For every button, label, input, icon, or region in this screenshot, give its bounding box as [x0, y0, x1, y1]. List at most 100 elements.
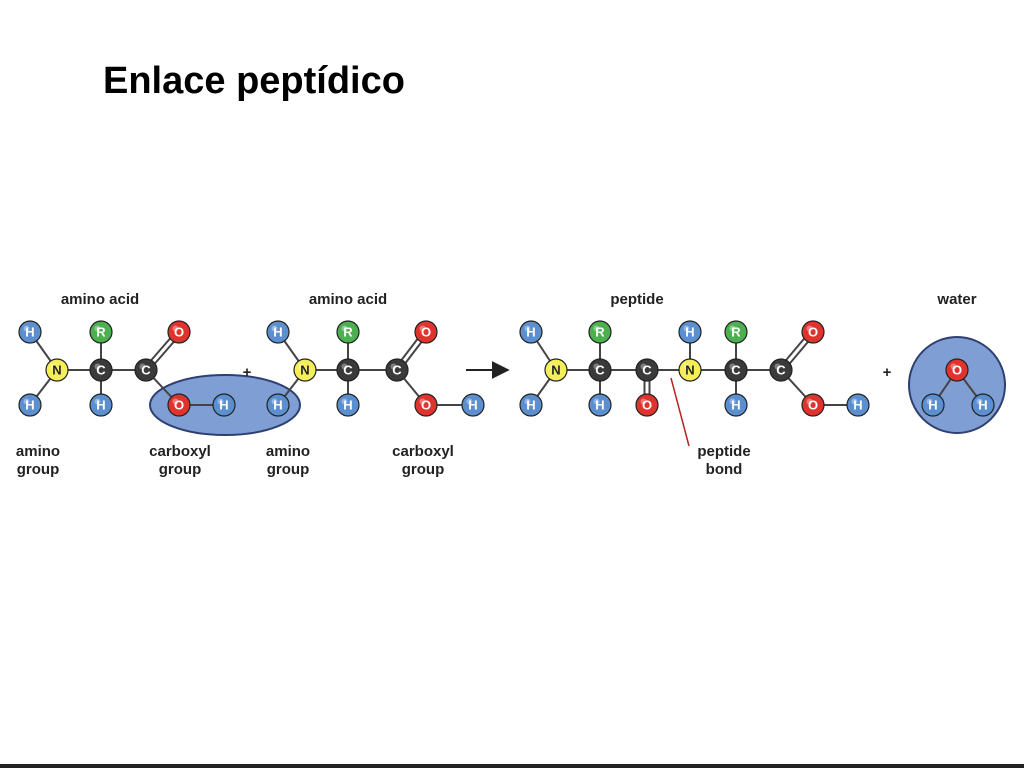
atom-o: O: [167, 393, 191, 417]
atom-shine: [419, 325, 426, 332]
atom-shine: [94, 363, 101, 370]
atom-shine: [271, 398, 278, 405]
atom-sphere: [266, 320, 290, 344]
atom-symbol: N: [685, 363, 694, 378]
atom-symbol: H: [978, 398, 987, 413]
atom-symbol: H: [731, 398, 740, 413]
atom-sphere: [724, 320, 748, 344]
atom-symbol: C: [595, 363, 605, 378]
atom-sphere: [461, 393, 485, 417]
atom-shine: [23, 398, 30, 405]
atom-shine: [593, 325, 600, 332]
label-amino-group-1: group: [17, 461, 60, 478]
atom-shine: [950, 363, 957, 370]
atom-sphere: [635, 358, 659, 382]
atom-symbol: C: [141, 363, 151, 378]
atom-symbol: H: [685, 325, 694, 340]
atom-shine: [774, 363, 781, 370]
atom-n: N: [544, 358, 568, 382]
label-peptide-bond: bond: [706, 461, 743, 478]
atom-symbol: H: [928, 398, 937, 413]
atom-symbol: R: [731, 325, 741, 340]
atom-shine: [806, 325, 813, 332]
atom-o: O: [414, 320, 438, 344]
atom-symbol: H: [96, 398, 105, 413]
atom-shine: [683, 325, 690, 332]
atom-symbol: H: [273, 325, 282, 340]
atom-shine: [50, 363, 57, 370]
atom-symbol: C: [392, 363, 402, 378]
atom-shine: [926, 398, 933, 405]
atom-symbol: R: [96, 325, 106, 340]
label-carboxyl-group-2: group: [402, 461, 445, 478]
atom-symbol: H: [526, 325, 535, 340]
atom-sphere: [266, 393, 290, 417]
atom-symbol: H: [273, 398, 282, 413]
atom-shine: [139, 363, 146, 370]
atom-h: H: [588, 393, 612, 417]
atom-sphere: [89, 320, 113, 344]
atom-c: C: [89, 358, 113, 382]
atom-symbol: C: [776, 363, 786, 378]
atom-sphere: [724, 358, 748, 382]
atom-symbol: O: [421, 325, 431, 340]
label-water: water: [936, 291, 976, 308]
atom-shine: [593, 398, 600, 405]
atom-shine: [298, 363, 305, 370]
atom-h: H: [212, 393, 236, 417]
slide-title: Enlace peptídico: [103, 60, 405, 102]
label-amino-group-2: group: [267, 461, 310, 478]
atom-symbol: H: [343, 398, 352, 413]
atom-sphere: [588, 358, 612, 382]
peptide-bond-pointer: [670, 377, 690, 447]
label-carboxyl-group-2: carboxyl: [392, 443, 454, 460]
atom-shine: [524, 325, 531, 332]
atom-shine: [683, 363, 690, 370]
label-carboxyl-group-1: carboxyl: [149, 443, 211, 460]
atom-shine: [94, 325, 101, 332]
atom-symbol: H: [853, 398, 862, 413]
atom-c: C: [724, 358, 748, 382]
atom-h: H: [266, 393, 290, 417]
label-peptide: peptide: [610, 291, 663, 308]
atom-n: N: [678, 358, 702, 382]
bottom-rule: [0, 764, 1024, 768]
atom-sphere: [18, 320, 42, 344]
atom-h: H: [846, 393, 870, 417]
atom-sphere: [678, 358, 702, 382]
atom-shine: [466, 398, 473, 405]
atom-symbol: C: [731, 363, 741, 378]
atom-shine: [729, 398, 736, 405]
label-amino-acid-2: amino acid: [309, 291, 387, 308]
atom-shine: [593, 363, 600, 370]
atom-o: O: [801, 393, 825, 417]
atom-sphere: [971, 393, 995, 417]
atom-sphere: [414, 393, 438, 417]
atom-sphere: [414, 320, 438, 344]
atom-symbol: C: [343, 363, 353, 378]
atom-sphere: [945, 358, 969, 382]
atom-sphere: [544, 358, 568, 382]
atom-symbol: H: [219, 398, 228, 413]
atom-sphere: [167, 393, 191, 417]
atom-symbol: H: [595, 398, 604, 413]
atom-shine: [729, 325, 736, 332]
atom-shine: [390, 363, 397, 370]
atom-sphere: [45, 358, 69, 382]
atom-h: H: [266, 320, 290, 344]
water-highlight: [908, 336, 1006, 434]
atom-shine: [524, 398, 531, 405]
atom-symbol: N: [300, 363, 309, 378]
atom-sphere: [212, 393, 236, 417]
label-carboxyl-group-1: group: [159, 461, 202, 478]
label-amino-group-2: amino: [266, 443, 310, 460]
atom-c: C: [134, 358, 158, 382]
atom-h: H: [519, 320, 543, 344]
atom-sphere: [134, 358, 158, 382]
atom-n: N: [45, 358, 69, 382]
atom-sphere: [519, 320, 543, 344]
atom-r: R: [89, 320, 113, 344]
atom-sphere: [724, 393, 748, 417]
atom-shine: [976, 398, 983, 405]
atom-shine: [341, 325, 348, 332]
